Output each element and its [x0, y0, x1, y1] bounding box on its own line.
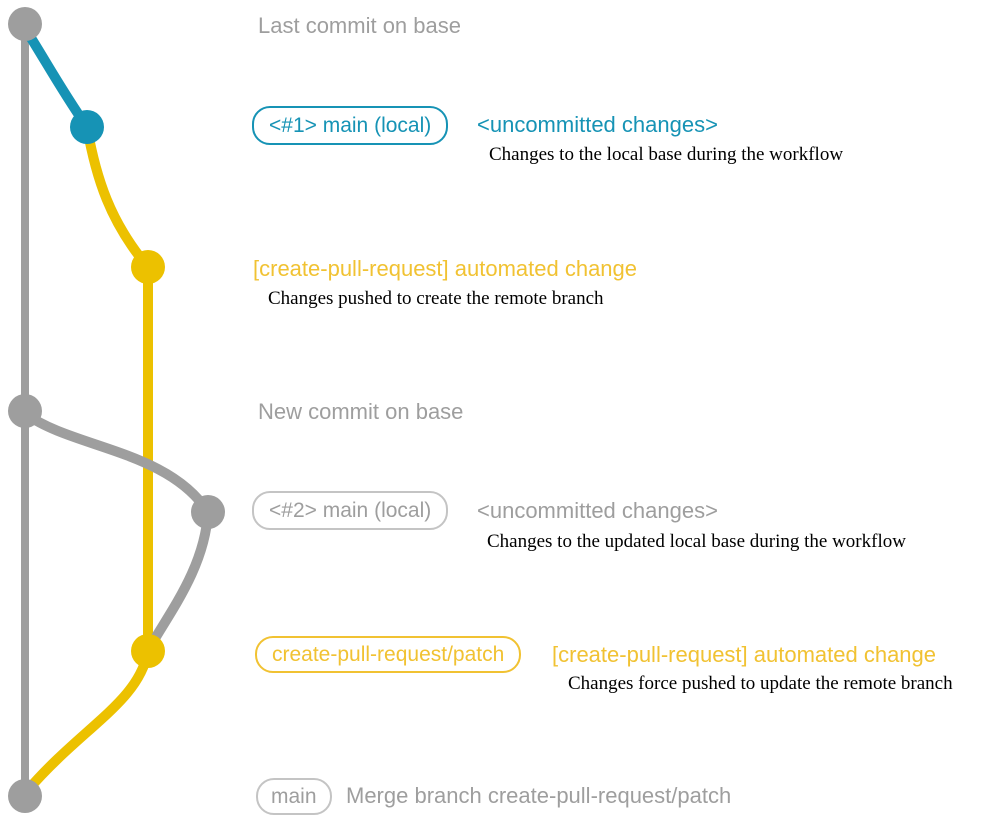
updated-local-rebase-curve	[145, 507, 213, 652]
commit-message-automated-change-1: [create-pull-request] automated change	[253, 256, 638, 281]
remote-branch-merge-curve	[22, 646, 153, 796]
label-last-commit-on-base: Last commit on base	[258, 13, 461, 38]
label-new-commit-on-base: New commit on base	[258, 399, 464, 424]
commit-dot-last-commit-on-base	[8, 7, 42, 41]
commit-dot-new-commit-on-base	[8, 394, 42, 428]
commit-message-uncommitted-changes-2: <uncommitted changes>	[477, 498, 718, 523]
branch-badge-main: main	[256, 778, 332, 816]
branch-badge-main-local-1: <#1> main (local)	[252, 106, 449, 146]
remote-branch-curve-top	[82, 122, 153, 272]
commit-message-merge: Merge branch create-pull-request/patch	[346, 783, 732, 808]
description-uncommitted-changes-2: Changes to the updated local base during…	[487, 531, 906, 552]
commit-dot-automated-change-1	[131, 250, 165, 284]
branch-badge-create-pull-request-patch: create-pull-request/patch	[255, 636, 522, 674]
commit-dot-merge-commit	[8, 779, 42, 813]
commit-message-uncommitted-changes-1: <uncommitted changes>	[477, 112, 718, 137]
updated-local-branch-curve	[21, 409, 213, 517]
description-automated-change-1: Changes pushed to create the remote bran…	[268, 288, 604, 309]
commit-dot-automated-change-2	[131, 634, 165, 668]
description-automated-change-2: Changes force pushed to update the remot…	[568, 673, 953, 694]
branch-badge-main-local-2: <#2> main (local)	[252, 491, 449, 531]
commit-dot-uncommitted-changes-2	[191, 495, 225, 529]
commit-message-automated-change-2: [create-pull-request] automated change	[552, 642, 937, 667]
description-uncommitted-changes-1: Changes to the local base during the wor…	[489, 144, 844, 165]
commit-dot-uncommitted-changes-1	[70, 110, 104, 144]
local-main-branch-line	[21, 25, 92, 132]
